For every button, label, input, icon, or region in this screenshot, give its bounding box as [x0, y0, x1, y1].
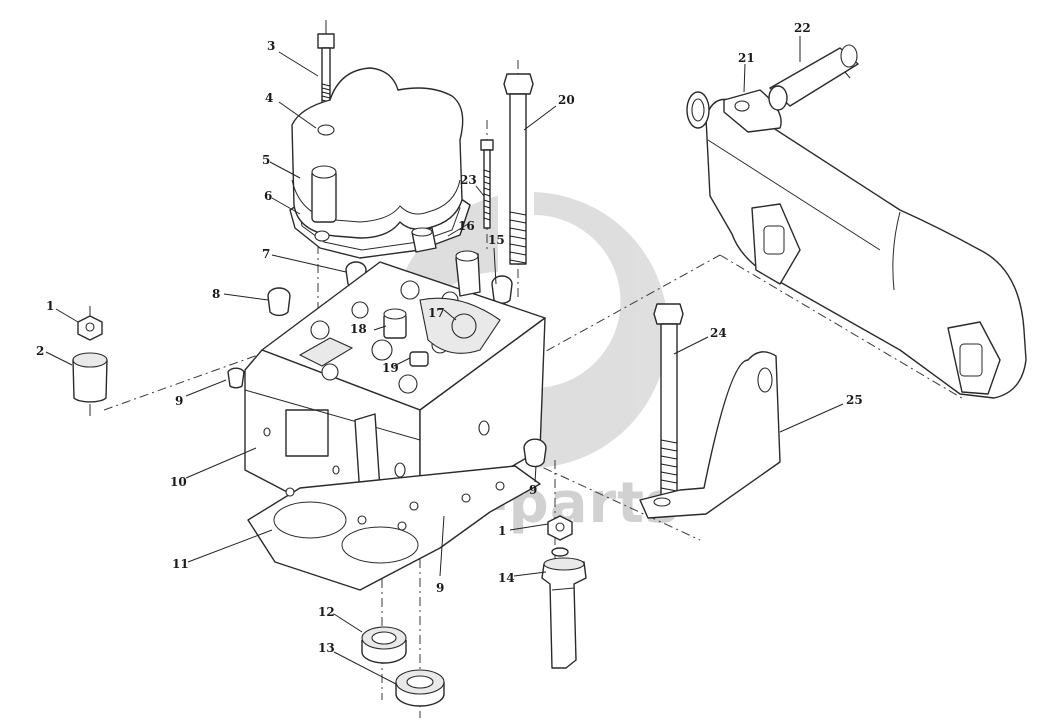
callout-11: 11 — [172, 557, 189, 571]
spacer-2 — [72, 352, 108, 416]
bracket-25 — [639, 351, 781, 519]
callout-24: 24 — [710, 326, 727, 340]
nut-1-lower — [547, 515, 573, 557]
callout-13: 13 — [318, 641, 335, 655]
callout-7: 7 — [262, 247, 270, 261]
callout-21: 21 — [738, 51, 755, 65]
valve-seat-13 — [395, 669, 445, 707]
bush-parts — [227, 227, 513, 389]
callout-9-right: 9 — [529, 483, 537, 497]
exhaust-manifold-21 — [686, 89, 1027, 399]
callouts: 22 3 21 20 4 23 5 6 16 15 7 8 1 17 24 18… — [36, 21, 863, 655]
bolt-24 — [653, 303, 684, 499]
callout-9-left: 9 — [175, 394, 183, 408]
valve-seat-12 — [361, 626, 407, 664]
callout-19: 19 — [382, 361, 399, 375]
callout-1-left: 1 — [46, 299, 54, 313]
callout-5: 5 — [262, 153, 270, 167]
bolt-23 — [480, 139, 494, 229]
callout-22: 22 — [794, 21, 811, 35]
callout-10: 10 — [170, 475, 187, 489]
nut-1-left — [77, 306, 103, 341]
callout-4: 4 — [265, 91, 273, 105]
callout-9-lower: 9 — [436, 581, 444, 595]
callout-17: 17 — [428, 306, 445, 320]
bolt-3 — [317, 20, 335, 107]
callout-25: 25 — [846, 393, 863, 407]
callout-2: 2 — [36, 344, 44, 358]
leader-lines — [45, 36, 844, 685]
callout-3: 3 — [267, 39, 275, 53]
bolt-20 — [503, 73, 534, 265]
callout-18: 18 — [350, 322, 367, 336]
callout-15: 15 — [488, 233, 505, 247]
callout-12: 12 — [318, 605, 335, 619]
callout-6: 6 — [264, 189, 272, 203]
callout-23: 23 — [460, 173, 477, 187]
head-top-details — [383, 250, 481, 367]
head-gasket-11 — [247, 465, 541, 591]
injector-14 — [541, 557, 587, 669]
callout-8: 8 — [212, 287, 220, 301]
callout-1-lower: 1 — [498, 524, 506, 538]
callout-16: 16 — [458, 219, 475, 233]
fitting-22 — [768, 44, 859, 111]
cylinder-head-cover-5 — [289, 67, 471, 259]
callout-20: 20 — [558, 93, 575, 107]
callout-14: 14 — [498, 571, 515, 585]
